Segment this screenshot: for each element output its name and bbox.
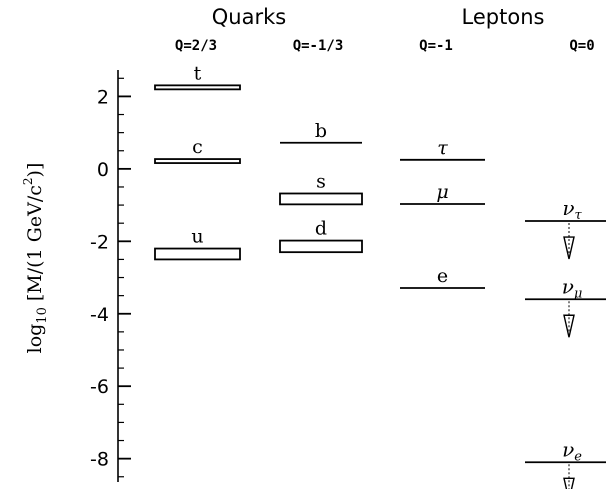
particle-label: c <box>192 136 203 158</box>
particle-mark: νμ <box>525 274 606 338</box>
particle-label: b <box>315 120 327 142</box>
particle-label: ντ <box>562 196 582 223</box>
particle-label: νe <box>562 437 582 464</box>
mass-range-band <box>154 247 241 261</box>
charge-label: Q=-1 <box>419 38 453 54</box>
particle-mark: e <box>400 265 485 289</box>
particle-mark: b <box>280 120 362 144</box>
particle-mark: νe <box>525 437 606 489</box>
mass-range-band <box>279 239 363 254</box>
particle-label: d <box>315 218 327 240</box>
group-label: Leptons <box>462 5 545 29</box>
charge-label: Q=0 <box>569 38 594 54</box>
y-axis: 2 0 -2 -4 -6 -8 <box>90 70 131 482</box>
particle-mark: t <box>154 62 241 91</box>
y-tick-label: -8 <box>90 449 109 471</box>
particle-mark: d <box>279 218 363 254</box>
particle-label: μ <box>436 181 448 203</box>
particle-label: u <box>191 226 203 248</box>
y-tick-label: 0 <box>97 159 109 181</box>
particle-label: e <box>437 265 448 287</box>
y-tick-label: -4 <box>90 304 109 326</box>
mass-range-band <box>154 84 241 91</box>
charge-label: Q=2/3 <box>175 38 217 54</box>
particle-mark: c <box>154 136 241 164</box>
particle-mark: s <box>279 170 363 206</box>
particle-mark: τ <box>400 137 485 161</box>
mass-range-band <box>154 158 241 164</box>
upper-limit-arrow <box>563 236 575 260</box>
upper-limit-arrow <box>563 477 575 489</box>
particle-label: νμ <box>562 274 583 301</box>
y-tick-label: -2 <box>90 231 109 253</box>
mass-range-band <box>279 192 363 206</box>
y-tick-label: -6 <box>90 376 109 398</box>
particle-mark: u <box>154 226 241 261</box>
particle-mark: μ <box>400 181 485 205</box>
charge-label: Q=-1/3 <box>293 38 344 54</box>
y-axis-label: log10 [M/(1 GeV/c2)] <box>21 163 50 354</box>
y-tick-label: 2 <box>97 86 109 108</box>
group-label: Quarks <box>212 5 286 29</box>
upper-limit-arrow <box>563 314 575 338</box>
particle-marks: t c u b s d τμ e ντ νμ νe <box>154 62 606 489</box>
particle-mark: ντ <box>525 196 606 260</box>
particle-label: t <box>194 62 202 84</box>
particle-label: τ <box>437 137 448 159</box>
particle-label: s <box>316 170 326 192</box>
